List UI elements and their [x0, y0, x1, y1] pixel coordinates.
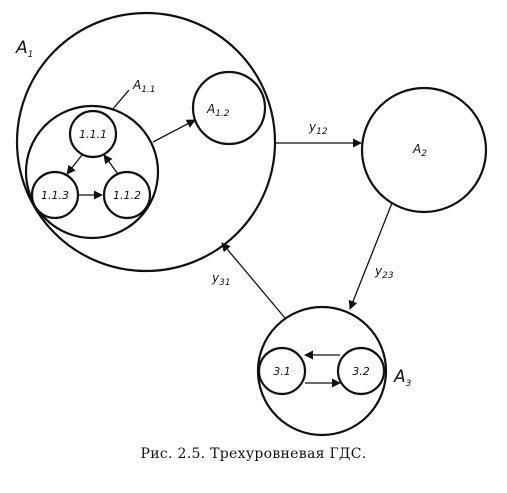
label-3-2: 3.2: [352, 365, 370, 378]
label-1-1-2: 1.1.2: [113, 189, 141, 202]
node-a1: [15, 11, 277, 273]
label-y31: y31: [211, 271, 231, 288]
figure-caption: Рис. 2.5. Трехуровневая ГДС.: [140, 446, 367, 462]
node-1-1-3: [30, 170, 80, 220]
edge-111-113: [66, 154, 83, 175]
label-a1: A1: [15, 38, 33, 60]
label-1-1-3: 1.1.3: [41, 189, 69, 202]
node-a2: [360, 86, 488, 214]
node-3-2: [336, 346, 386, 396]
edge-a11-a12: [152, 119, 196, 143]
label-a2: A2: [412, 142, 427, 159]
label-a12: A1.2: [206, 102, 230, 119]
edge-112-111: [103, 154, 119, 175]
node-3-1: [257, 346, 307, 396]
label-y12: y12: [308, 120, 328, 137]
label-a11: A1.1: [132, 78, 156, 95]
node-1-1-2: [102, 170, 152, 220]
edge-a2-a3: [348, 202, 393, 310]
node-a11: [24, 104, 160, 240]
node-a12: [191, 70, 267, 146]
node-1-1-1: [68, 109, 118, 159]
edge-a3-a1: [221, 242, 286, 319]
label-1-1-1: 1.1.1: [79, 128, 107, 141]
leader-a11: [111, 89, 130, 111]
label-y23: y23: [374, 264, 394, 281]
label-3-1: 3.1: [273, 365, 291, 378]
label-a3: A3: [393, 367, 412, 389]
